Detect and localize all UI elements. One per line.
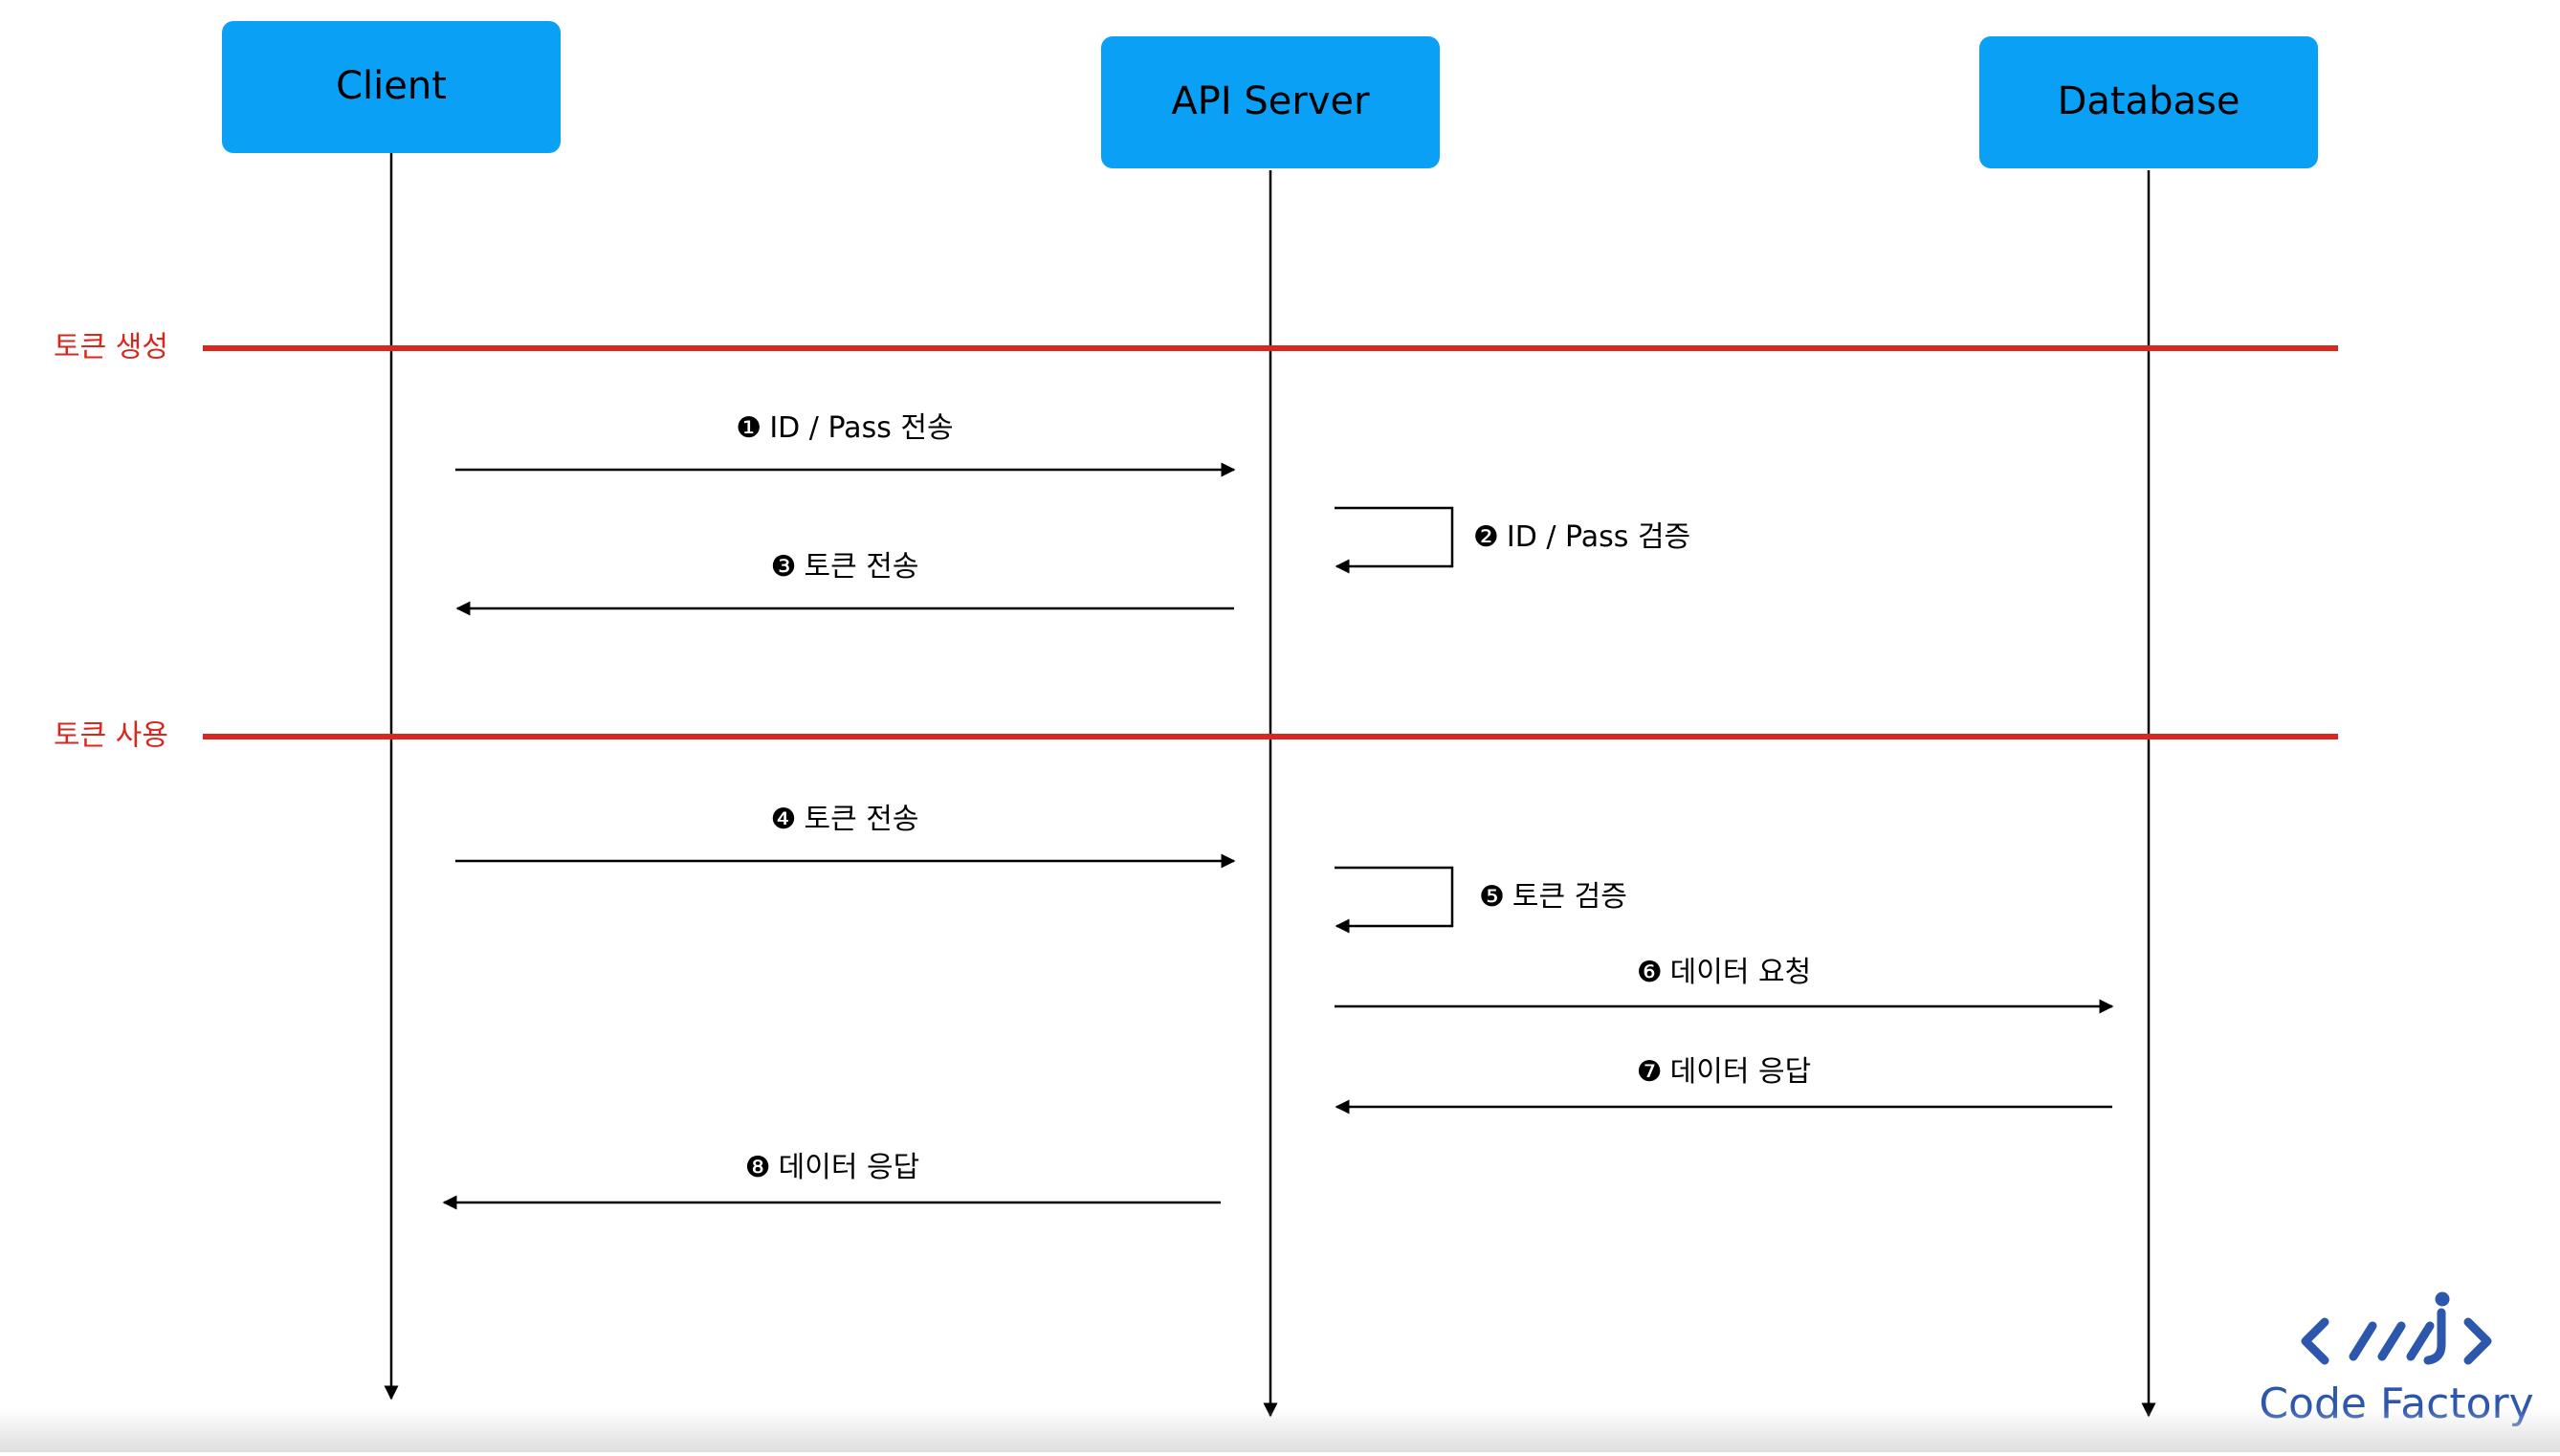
section-token-use-label: 토큰 사용	[54, 719, 168, 753]
message-7-text: 데이터 응답	[1670, 1055, 1812, 1089]
message-5-step: ❺	[1479, 880, 1505, 914]
participant-client-label: Client	[336, 64, 447, 108]
code-factory-logo: Code Factory	[2259, 1291, 2534, 1428]
participant-api-server: API Server	[1101, 36, 1440, 168]
message-3-step: ❸	[771, 550, 797, 584]
message-1-text: ID / Pass 전송	[769, 411, 953, 445]
code-brackets-icon	[2301, 1291, 2492, 1365]
message-6-step: ❻	[1637, 956, 1663, 989]
section-token-create: 토큰 생성	[54, 331, 2338, 364]
message-8-text: 데이터 응답	[779, 1151, 920, 1184]
message-1-step: ❶	[736, 411, 761, 445]
participant-api-server-label: API Server	[1171, 79, 1370, 123]
message-5-text: 토큰 검증	[1512, 880, 1627, 914]
participant-database-label: Database	[2058, 79, 2240, 123]
message-8-step: ❽	[745, 1151, 771, 1184]
section-token-create-label: 토큰 생성	[54, 331, 168, 364]
message-2-text: ID / Pass 검증	[1507, 520, 1690, 554]
message-3-text: 토큰 전송	[804, 550, 918, 584]
section-token-use: 토큰 사용	[54, 719, 2338, 753]
message-2-step: ❷	[1473, 520, 1499, 554]
message-6-text: 데이터 요청	[1670, 956, 1812, 989]
message-7-step: ❼	[1637, 1055, 1663, 1089]
participant-client: Client	[222, 21, 561, 153]
message-4-step: ❹	[771, 803, 797, 836]
participant-database: Database	[1979, 36, 2318, 168]
message-4-text: 토큰 전송	[804, 803, 918, 836]
logo-text: Code Factory	[2259, 1379, 2533, 1428]
